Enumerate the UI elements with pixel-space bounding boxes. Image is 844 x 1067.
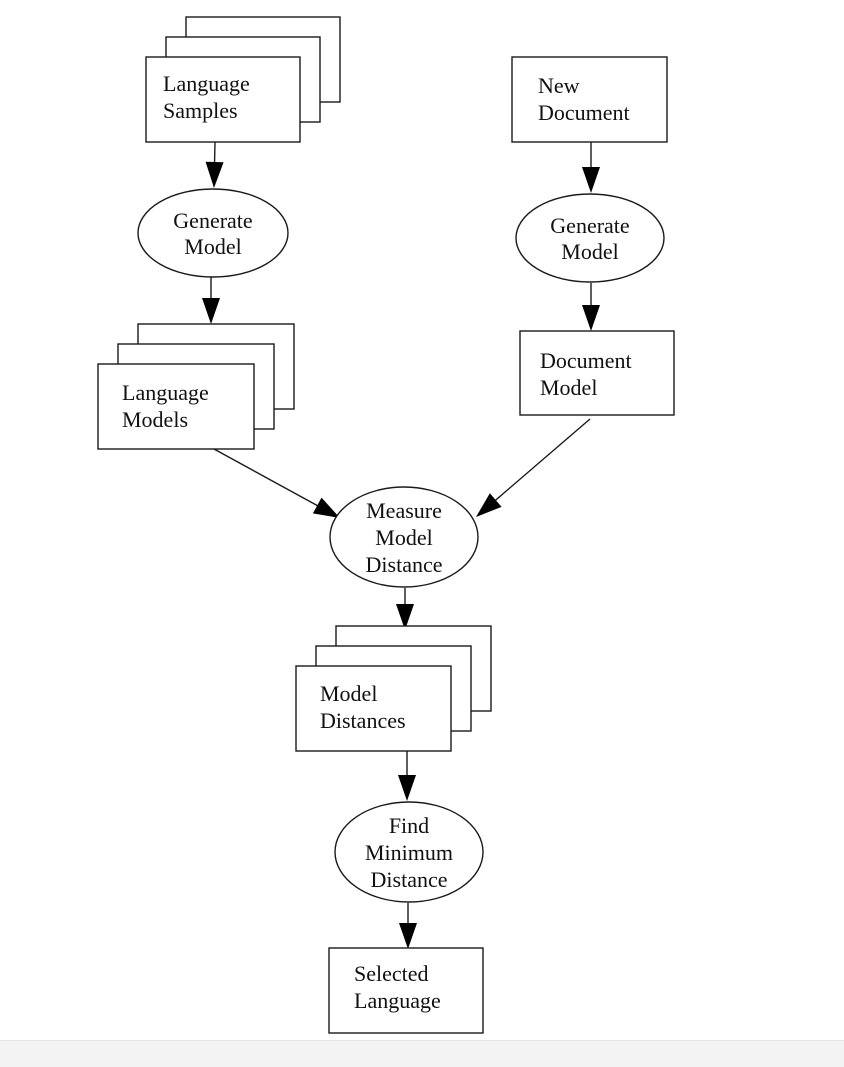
node-label-line: Model xyxy=(184,234,241,259)
node-label-line: Language xyxy=(163,71,250,96)
edge-find-minimum-distance-to-selected-language xyxy=(399,903,417,949)
node-label-line: Model xyxy=(320,681,377,706)
process-box xyxy=(520,331,674,415)
process-ellipse xyxy=(138,189,288,277)
arrowhead xyxy=(202,298,220,324)
edge-line xyxy=(214,449,317,506)
node-label-line: New xyxy=(538,73,580,98)
arrowhead xyxy=(313,498,340,518)
edge-new-document-to-generate-model-right xyxy=(582,142,600,193)
node-label-line: Document xyxy=(538,100,630,125)
node-label-line: Model xyxy=(375,525,432,550)
edge-document-model-to-measure-model-distance xyxy=(476,419,590,517)
edge-generate-model-left-to-language-models xyxy=(202,277,220,324)
arrowhead xyxy=(582,305,600,331)
node-label-line: Distance xyxy=(366,552,443,577)
node-label-line: Language xyxy=(122,380,209,405)
process-ellipse xyxy=(516,194,664,282)
edge-generate-model-right-to-document-model xyxy=(582,283,600,331)
node-label-line: Document xyxy=(540,348,632,373)
arrowhead xyxy=(398,775,416,801)
node-label-line: Model xyxy=(561,239,618,264)
node-label-line: Find xyxy=(389,813,429,838)
node-label-line: Selected xyxy=(354,961,429,986)
edge-language-samples-to-generate-model-left xyxy=(206,142,224,188)
edge-model-distances-to-find-minimum-distance xyxy=(398,751,416,801)
node-label-line: Model xyxy=(540,375,597,400)
arrowhead xyxy=(476,493,502,517)
node-label-line: Generate xyxy=(173,208,252,233)
node-label-line: Measure xyxy=(366,498,442,523)
edge-language-models-to-measure-model-distance xyxy=(214,449,340,518)
arrowhead xyxy=(399,923,417,949)
arrowhead xyxy=(582,167,600,193)
edge-measure-model-distance-to-model-distances xyxy=(396,588,414,630)
edge-line xyxy=(496,419,590,500)
node-label-line: Distance xyxy=(371,867,448,892)
arrowhead xyxy=(206,162,224,188)
node-label-line: Samples xyxy=(163,98,238,123)
node-label-line: Language xyxy=(354,988,441,1013)
node-label-line: Models xyxy=(122,407,188,432)
node-label-line: Generate xyxy=(550,213,629,238)
node-label-line: Distances xyxy=(320,708,406,733)
bottom-strip xyxy=(0,1040,844,1067)
node-label-line: Minimum xyxy=(365,840,453,865)
